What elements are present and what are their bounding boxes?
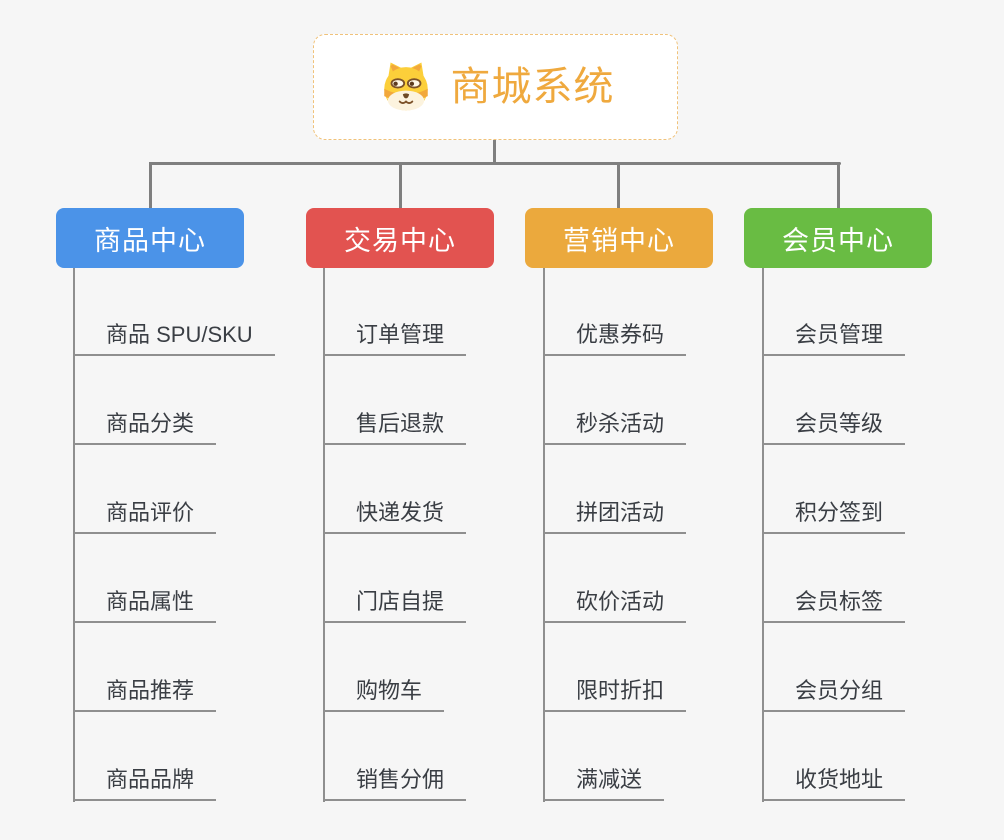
branch-node-marketing-center[interactable]: 营销中心	[525, 208, 713, 268]
leaf-node[interactable]: 会员等级	[762, 410, 906, 445]
leaf-node[interactable]: 积分签到	[762, 499, 906, 534]
leaf-node[interactable]: 秒杀活动	[543, 410, 687, 445]
connector-stub	[399, 162, 402, 208]
branch-spine	[543, 268, 545, 802]
leaf-node[interactable]: 满减送	[543, 766, 665, 801]
leaf-node[interactable]: 快递发货	[323, 499, 467, 534]
shiba-dog-icon	[383, 62, 428, 111]
leaf-node[interactable]: 限时折扣	[543, 677, 687, 712]
leaf-node[interactable]: 收货地址	[762, 766, 906, 801]
leaf-node[interactable]: 商品属性	[73, 588, 217, 623]
leaf-node[interactable]: 砍价活动	[543, 588, 687, 623]
leaf-node[interactable]: 优惠券码	[543, 321, 687, 356]
leaf-node[interactable]: 售后退款	[323, 410, 467, 445]
leaf-node[interactable]: 商品评价	[73, 499, 217, 534]
leaf-node[interactable]: 商品推荐	[73, 677, 217, 712]
branch-spine	[323, 268, 325, 802]
root-title: 商城系统	[450, 65, 615, 109]
leaf-node[interactable]: 拼团活动	[543, 499, 687, 534]
leaf-node[interactable]: 会员管理	[762, 321, 906, 356]
branch-node-trade-center[interactable]: 交易中心	[306, 208, 494, 268]
connector-stub	[837, 162, 840, 208]
branch-node-product-center[interactable]: 商品中心	[56, 208, 244, 268]
connector-root-stem	[493, 140, 496, 164]
connector-stub	[617, 162, 620, 208]
root-node[interactable]: 商城系统	[313, 34, 678, 140]
connector-bus	[149, 162, 841, 165]
leaf-node[interactable]: 门店自提	[323, 588, 467, 623]
branch-node-member-center[interactable]: 会员中心	[744, 208, 932, 268]
leaf-node[interactable]: 会员标签	[762, 588, 906, 623]
leaf-node[interactable]: 订单管理	[323, 321, 467, 356]
leaf-node[interactable]: 商品品牌	[73, 766, 217, 801]
leaf-node[interactable]: 商品 SPU/SKU	[73, 321, 275, 356]
branch-spine	[762, 268, 764, 802]
leaf-node[interactable]: 购物车	[323, 677, 445, 712]
branch-spine	[73, 268, 75, 802]
leaf-node[interactable]: 销售分佣	[323, 766, 467, 801]
leaf-node[interactable]: 会员分组	[762, 677, 906, 712]
leaf-node[interactable]: 商品分类	[73, 410, 217, 445]
connector-stub	[149, 162, 152, 208]
